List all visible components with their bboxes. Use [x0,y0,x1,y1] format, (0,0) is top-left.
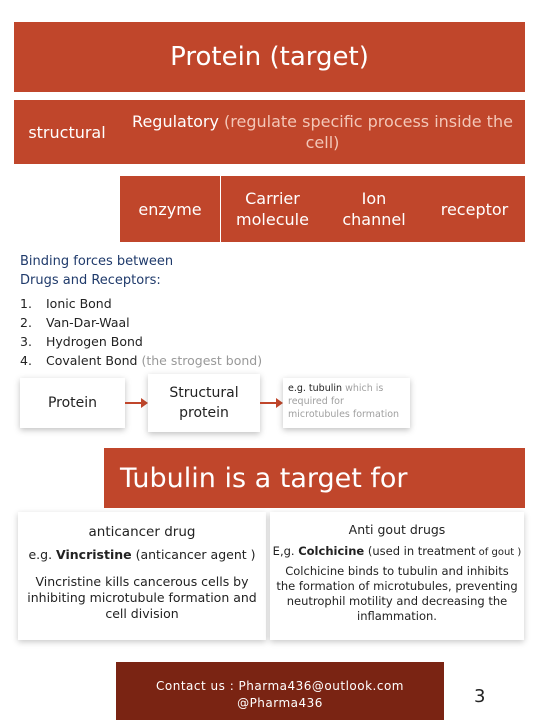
antigout-heading: Anti gout drugs [348,522,446,537]
structural-protein-box: Structural protein [148,374,260,432]
example-tail: of gout ) [475,547,522,558]
antigout-desc-line3: neutrophil motility and decreasing the [286,594,508,608]
tubulin-banner-text: Tubulin is a target for [120,462,408,494]
page-number: 3 [474,686,486,707]
structural-category: structural [14,100,120,164]
example-drug: Colchicine [298,544,365,558]
ion-channel-box: Ion channel [324,176,424,242]
list-item: 2. Van-Dar-Waal [20,313,262,332]
list-text: Ionic Bond [46,296,112,311]
example-suffix: (used in treatment [364,544,476,558]
antigout-panel: Anti gout drugs E,g. Colchicine (used in… [270,512,524,640]
regulatory-label: Regulatory [132,112,219,131]
contact-handle: @Pharma436 [237,696,323,710]
list-item: 4. Covalent Bond (the strogest bond) [20,351,262,370]
binding-forces-list: 1. Ionic Bond 2. Van-Dar-Waal 3. Hydrogen B… [20,294,262,370]
ion-line1: Ion [361,189,387,208]
list-text: Hydrogen Bond [46,334,143,349]
carrier-molecule-box: Carrier molecule [221,176,324,242]
ion-line2: channel [342,210,406,229]
example-drug: Vincristine [56,547,132,562]
regulatory-category: Regulatory (regulate specific process in… [120,100,525,164]
list-number: 4. [20,353,32,368]
structural-protein-line1: Structural [169,385,239,401]
list-number: 1. [20,296,32,311]
structural-label: structural [28,122,106,142]
anticancer-panel: anticancer drug e.g. Vincristine (antica… [18,512,266,640]
antigout-example: E,g. Colchicine (used in treatment of go… [270,543,524,561]
slide-title: Protein (target) [170,42,369,72]
example-rest: which is required for microtubules forma… [288,383,400,420]
anticancer-heading: anticancer drug [88,524,196,540]
carrier-label: Carrier molecule [236,188,309,230]
example-prefix: e.g. [28,547,57,562]
antigout-desc-line1: Colchicine binds to tubulin and inhibits [285,564,509,578]
regulatory-text: Regulatory (regulate specific process in… [128,111,517,153]
list-item: 1. Ionic Bond [20,294,262,313]
footer-bar: Contact us : Pharma436@outlook.com @Phar… [116,662,444,720]
anticancer-desc-line1: Vincristine kills cancerous cells by [35,574,249,589]
list-number: 3. [20,334,32,349]
example-suffix: (anticancer agent ) [131,547,256,562]
contact-email: Contact us : Pharma436@outlook.com [156,679,404,693]
receptor-box: receptor [424,176,525,242]
list-text: Van-Dar-Waal [46,315,130,330]
binding-forces-heading: Binding forces between Drugs and Recepto… [20,252,262,290]
structural-protein-line2: protein [179,405,229,421]
protein-box: Protein [20,378,125,428]
protein-label: Protein [47,395,98,411]
ion-label: Ion channel [342,188,405,230]
anticancer-desc-line2: inhibiting microtubule formation and [27,590,257,605]
list-item: 3. Hydrogen Bond [20,332,262,351]
carrier-line2: molecule [236,210,309,229]
antigout-desc-line4: inflammation. [357,609,437,623]
arrow-right-icon [260,398,283,408]
list-text: Covalent Bond [46,353,138,368]
regulatory-note: (regulate specific process inside the ce… [224,112,513,152]
example-prefix: E,g. [272,544,299,558]
tubulin-example-box: e.g. tubulin which is required for micro… [283,378,410,428]
binding-forces-section: Binding forces between Drugs and Recepto… [20,252,262,370]
enzyme-label: enzyme [138,199,202,219]
example-main: e.g. tubulin [288,383,343,394]
anticancer-desc-line3: cell division [105,606,179,621]
structural-protein-label: Structural protein [169,383,238,423]
heading-line1: Binding forces between [20,254,174,269]
title-box: Protein (target) [14,22,525,92]
list-note: (the strogest bond) [141,353,263,368]
receptor-label: receptor [440,199,509,219]
enzyme-box: enzyme [120,176,220,242]
tubulin-banner: Tubulin is a target for [104,448,525,508]
list-number: 2. [20,315,32,330]
antigout-desc-line2: the formation of microtubules, preventin… [276,579,518,593]
carrier-line1: Carrier [245,189,300,208]
anticancer-example: e.g. Vincristine (anticancer agent ) [18,547,266,563]
footer: Contact us : Pharma436@outlook.com @Phar… [0,662,540,720]
arrow-right-icon [125,398,148,408]
heading-line2: Drugs and Receptors: [20,273,161,288]
